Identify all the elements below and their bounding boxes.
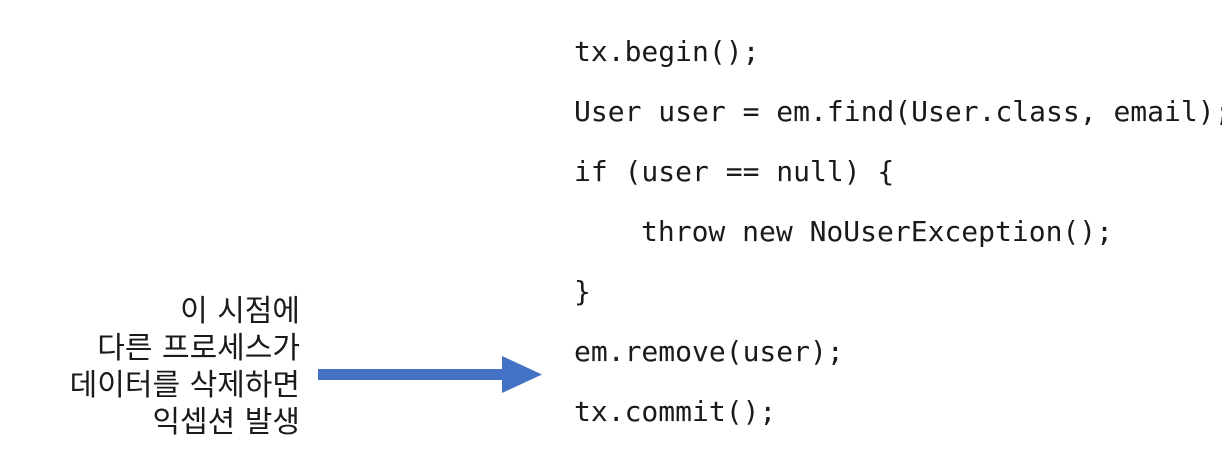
code-line-tx-begin: tx.begin(); [574,35,760,68]
arrow-head [502,356,542,393]
code-block: tx.begin(); User user = em.find(User.cla… [574,22,1222,442]
code-line-tx-commit: tx.commit(); [574,395,777,428]
code-line-if-null: if (user == null) { [574,155,895,188]
arrow-shaft [318,369,504,380]
arrow-right-icon [318,356,542,393]
annotation-line-3: 데이터를 삭제하면 [69,368,300,403]
code-line-remove-user: em.remove(user); [574,335,844,368]
annotation-line-4: 익셉션 발생 [152,405,300,440]
annotation-line-1: 이 시점에 [180,294,300,329]
code-line-throw: throw new NoUserException(); [641,215,1114,248]
code-line-find-user: User user = em.find(User.class, email); [574,95,1222,128]
code-line-close-brace: } [574,275,591,308]
annotation-line-2: 다른 프로세스가 [97,331,300,366]
annotation-text: 이 시점에 다른 프로세스가 데이터를 삭제하면 익셉션 발생 [70,293,300,441]
